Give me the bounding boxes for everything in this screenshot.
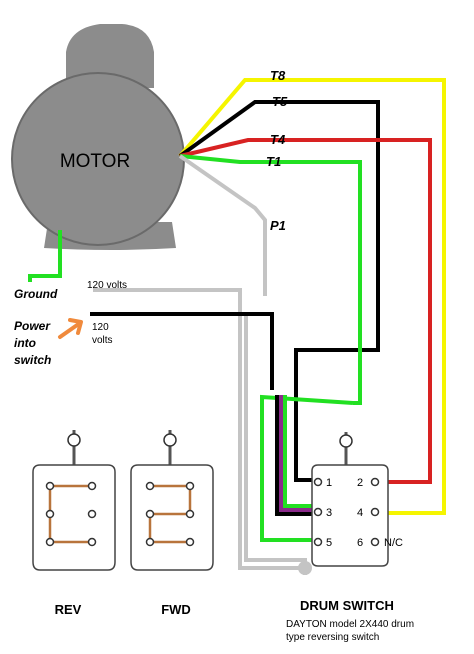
label-t4: T4: [270, 132, 286, 147]
terminal-4-label: 4: [357, 507, 363, 519]
ground-screw: [298, 561, 312, 575]
rev-contacts: [45, 481, 97, 547]
terminal-6-screw: [370, 537, 380, 547]
wire-t5-black: [178, 100, 380, 352]
label-p1: P1: [270, 218, 286, 233]
power-label-line1: Power: [14, 319, 51, 333]
label-t5: T5: [272, 94, 288, 109]
terminal-4-screw: [370, 507, 380, 517]
motor: MOTOR: [11, 24, 185, 250]
ground-wire-green: [28, 230, 62, 282]
terminal-1-screw: [313, 477, 323, 487]
label-t1: T1: [266, 154, 281, 169]
drum-switch: 1 2 3 4 5 6 N/C DRUM SWITCH DAYTON model…: [286, 432, 414, 643]
jumper-terminal-3-green: [283, 395, 318, 508]
power-label-line3: switch: [14, 353, 51, 367]
rev-knob: [67, 433, 81, 447]
terminal-2-screw: [370, 477, 380, 487]
jumper-terminal-3-purple: [279, 395, 318, 512]
power-wire-black: [90, 312, 274, 390]
terminal-6-label: 6: [357, 537, 363, 549]
terminal-3-screw: [313, 507, 323, 517]
rev-label: REV: [55, 602, 82, 617]
fwd-switch: FWD: [130, 430, 214, 617]
wire-p1-gray: [178, 154, 267, 296]
motor-label: MOTOR: [60, 151, 130, 172]
terminal-3-label: 3: [326, 507, 332, 519]
drum-body: [311, 464, 389, 567]
terminal-5-screw: [313, 537, 323, 547]
terminal-2-label: 2: [357, 477, 363, 489]
wire-t1-green: [179, 154, 362, 405]
fwd-contacts: [145, 481, 195, 547]
drum-terminals: [313, 477, 380, 547]
power-wire-gray: [93, 288, 310, 570]
terminal-5-label: 5: [326, 537, 332, 549]
terminal-nc-label: N/C: [384, 537, 403, 549]
jumper-terminal-3-black: [275, 395, 318, 516]
drum-switch-subtitle-1: DAYTON model 2X440 drum: [286, 619, 414, 630]
power-label-line2: into: [14, 336, 36, 350]
label-t8: T8: [270, 68, 286, 83]
wire-t8-yellow: [178, 78, 446, 515]
fwd-label: FWD: [161, 602, 191, 617]
fwd-contacts-path: [148, 484, 192, 544]
jumper-t5-to-terminal-1: [294, 348, 352, 482]
rev-body: [32, 464, 116, 571]
power-arrow-icon: [58, 318, 83, 339]
ground-label: Ground: [14, 287, 58, 301]
rev-switch: REV: [32, 430, 116, 617]
volts-label-a: 120 volts: [87, 280, 127, 291]
jumper-t1-to-terminal-5: [260, 394, 354, 542]
drum-switch-subtitle-2: type reversing switch: [286, 632, 379, 643]
drum-switch-title: DRUM SWITCH: [300, 598, 394, 613]
drum-knob: [339, 434, 353, 448]
fwd-body: [130, 464, 214, 571]
wire-t4-red: [179, 138, 432, 484]
fwd-knob: [163, 433, 177, 447]
volts-label-b-2: volts: [92, 335, 113, 346]
motor-top-cap: [66, 24, 154, 88]
terminal-1-label: 1: [326, 477, 332, 489]
volts-label-b-1: 120: [92, 322, 109, 333]
